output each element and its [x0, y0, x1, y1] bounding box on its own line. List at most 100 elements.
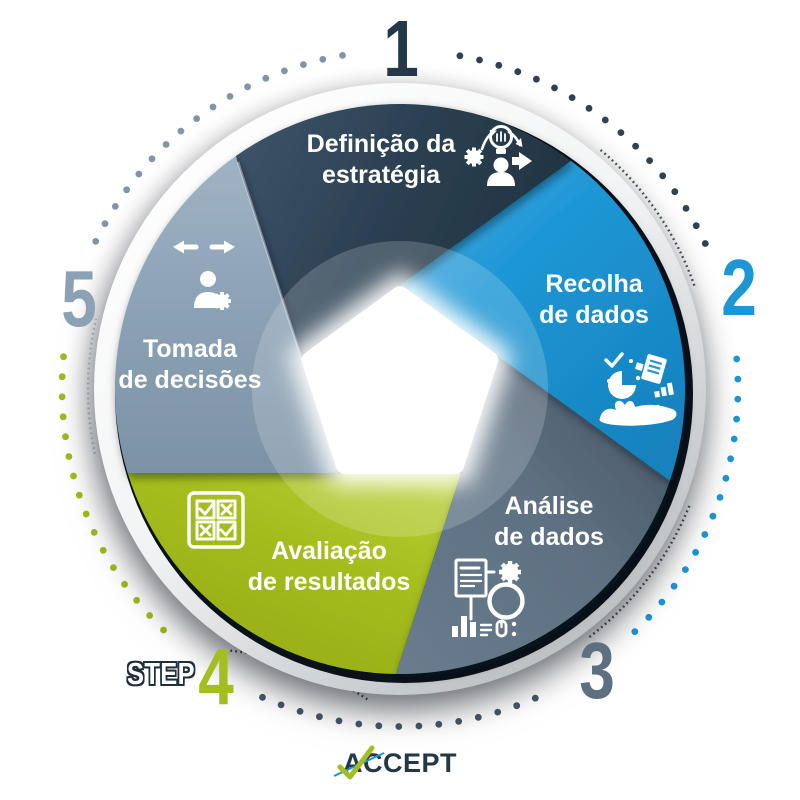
- ring-dot: [658, 598, 666, 606]
- ring-dot: [645, 613, 653, 621]
- ring-dot: [435, 720, 443, 728]
- segment-blade-estrategia: [235, 103, 571, 357]
- strategy-icon: [464, 125, 532, 186]
- segment-blade-recolha: [400, 160, 686, 481]
- ring-dot: [601, 116, 609, 124]
- ring-dot: [209, 103, 217, 111]
- ring-dot: [722, 474, 730, 482]
- step-number-3: 3: [579, 626, 615, 715]
- step-number-5: 5: [61, 254, 97, 343]
- ring-dot: [709, 512, 717, 520]
- ring-dot: [659, 172, 667, 180]
- ring-dot: [632, 142, 639, 150]
- center-pentagon: [301, 286, 499, 474]
- ring-dot: [62, 433, 69, 441]
- ring-dot: [568, 94, 576, 101]
- ring-dot: [682, 205, 690, 212]
- ring-dot: [226, 93, 234, 100]
- ring-dot: [701, 531, 709, 538]
- ring-dot: [585, 104, 593, 112]
- label-line: Recolha: [545, 270, 643, 298]
- ring-dot: [135, 170, 143, 178]
- ring-dot: [335, 717, 343, 725]
- ring-dot: [551, 84, 558, 92]
- ring-dot: [692, 222, 700, 230]
- ring-dot: [733, 415, 740, 423]
- ring-dot: [92, 238, 100, 245]
- ring-dot: [133, 596, 141, 604]
- dashed-arc: [587, 505, 691, 640]
- label-line: Avaliação: [271, 537, 387, 565]
- ring-dot: [730, 435, 738, 443]
- ring-dot: [316, 713, 323, 721]
- segment-blade-tomada: [114, 156, 339, 474]
- decision-icon: [173, 240, 235, 310]
- label-line: Análise: [504, 492, 594, 520]
- ring-dot: [65, 453, 73, 460]
- ring-dot: [58, 373, 66, 381]
- ring-dot: [455, 718, 463, 725]
- ring-dot: [734, 395, 742, 403]
- ring-dot: [300, 61, 307, 68]
- ring-dot: [671, 188, 679, 196]
- label-line: de dados: [539, 301, 649, 329]
- ring-dot: [727, 455, 734, 463]
- ring-dot: [476, 56, 483, 64]
- ring-dot: [415, 722, 423, 730]
- ring-dot: [395, 723, 403, 730]
- step-word-label: STEP: [126, 656, 196, 691]
- label-line: estratégia: [321, 161, 441, 189]
- ring-dot: [495, 61, 503, 69]
- dotted-progress-ring: [58, 52, 742, 730]
- ring-dot: [177, 127, 185, 135]
- ring-dot: [646, 157, 653, 165]
- ring-dot: [244, 83, 252, 91]
- ring-dot: [456, 52, 464, 60]
- ring-dot: [110, 564, 117, 571]
- accept-logo: ACCEPT: [333, 745, 457, 780]
- step-number-1: 1: [383, 4, 419, 93]
- data-analysis-icon: [452, 558, 525, 638]
- ring-dot: [692, 549, 699, 556]
- ring-dot: [701, 240, 709, 247]
- ring-dot: [82, 510, 90, 518]
- segment-label-avaliacao: Avaliação de resultados: [248, 536, 411, 598]
- evaluation-icon: [187, 491, 245, 549]
- ring-dot: [513, 702, 521, 710]
- logo-checkmark: [337, 745, 375, 780]
- ring-dot: [259, 693, 266, 701]
- ring-dot: [59, 413, 67, 421]
- ring-dot: [716, 494, 724, 501]
- ring-dot: [281, 67, 288, 75]
- ring-dot: [111, 203, 119, 210]
- ring-dot: [670, 582, 678, 590]
- ring-dot: [60, 353, 67, 361]
- data-collection-icon: [599, 352, 677, 426]
- ring-dot: [160, 626, 167, 634]
- ring-dot: [734, 375, 742, 383]
- step-number-2: 2: [721, 243, 757, 332]
- ring-dot: [375, 722, 383, 730]
- ring-dot: [101, 220, 109, 228]
- ring-dot: [148, 155, 156, 163]
- label-line: de resultados: [247, 568, 411, 596]
- label-line: Tomada: [142, 335, 237, 363]
- ring-dot: [682, 566, 689, 573]
- ring-dot: [631, 628, 639, 635]
- step-number-4: 4: [198, 632, 234, 721]
- dashed-accent-arcs: [86, 149, 697, 701]
- ring-dot: [514, 68, 522, 76]
- ring-dot: [99, 546, 107, 554]
- ring-dot: [733, 355, 741, 363]
- ring-dot: [70, 472, 77, 480]
- label-line: de decisões: [118, 366, 262, 394]
- ring-dot: [193, 115, 201, 122]
- ring-dot: [339, 52, 346, 59]
- ring-dot: [146, 612, 154, 619]
- ring-dot: [617, 129, 625, 137]
- ring-dot: [296, 708, 304, 715]
- ring-dot: [319, 56, 327, 63]
- ring-dot: [355, 720, 363, 728]
- label-line: Definição da: [306, 130, 456, 158]
- ring-dot: [474, 713, 482, 721]
